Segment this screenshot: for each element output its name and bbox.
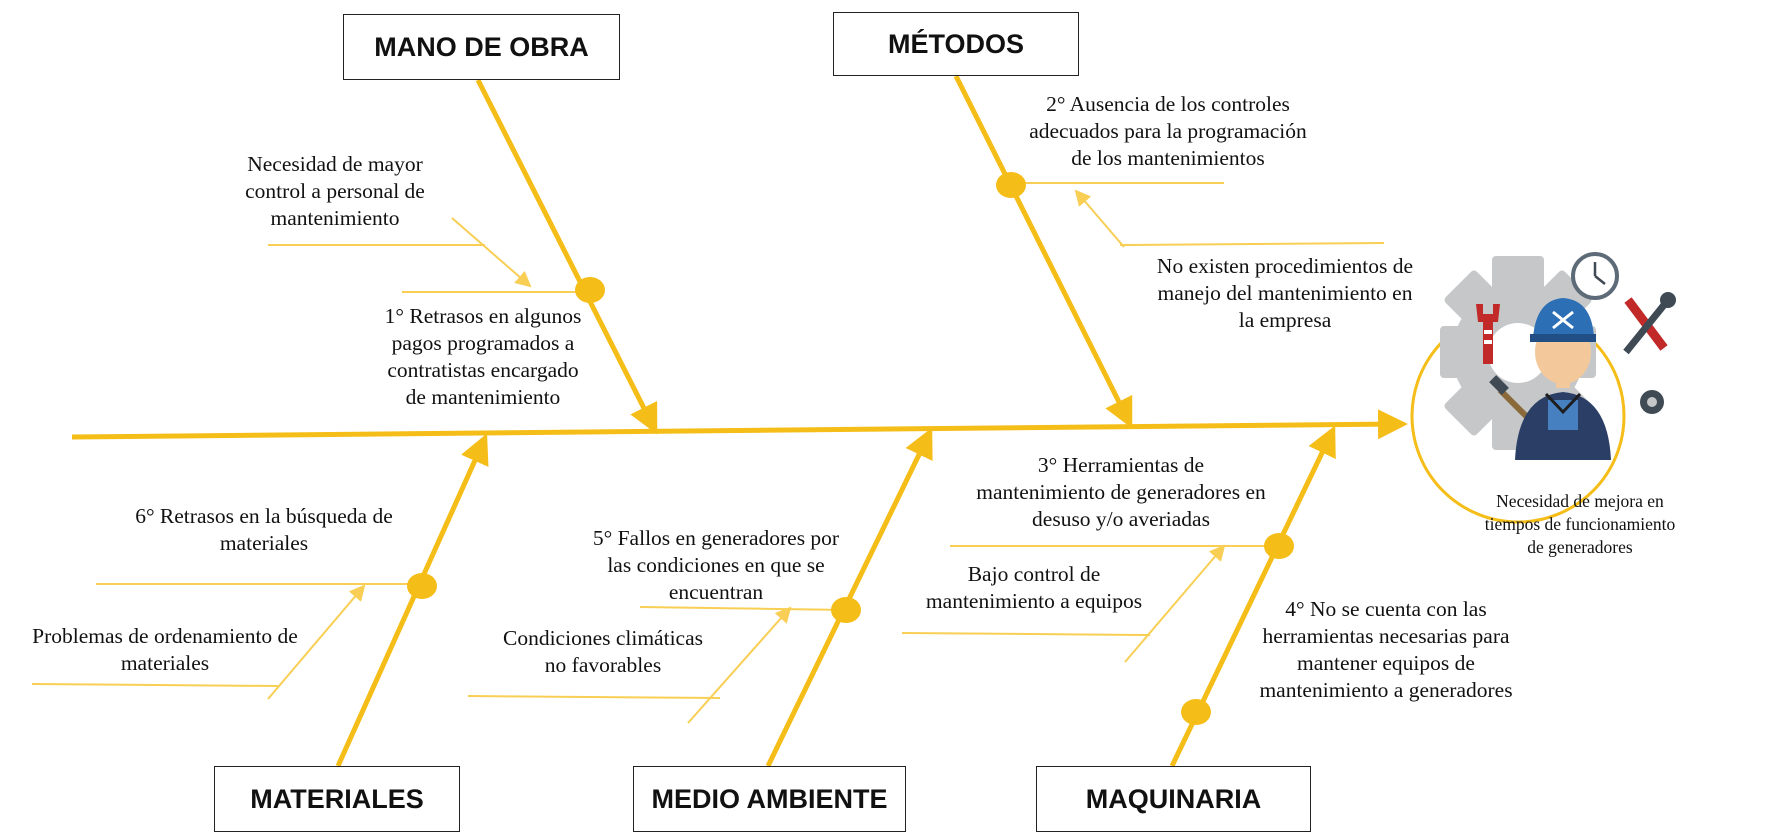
cause-line [467, 695, 721, 699]
junction-dot [575, 277, 605, 303]
cause-arrow [451, 217, 532, 288]
cause-materiales-retrasos: 6° Retrasos en la búsqueda de materiales [135, 504, 393, 555]
cause-line [639, 606, 849, 611]
maintenance-technician-gear-icon [1440, 252, 1676, 460]
cause-arrow [687, 606, 792, 724]
junction-dot [831, 597, 861, 623]
category-maquinaria: MAQUINARIA [1036, 766, 1311, 832]
cause-arrow [267, 584, 366, 700]
bone-mano-de-obra [475, 78, 658, 435]
cause-maquinaria-herramientas: 3° Herramientas de mantenimiento de gene… [976, 453, 1266, 531]
cause-line [1119, 242, 1385, 246]
cause-maquinaria-no-cuenta: 4° No se cuenta con las herramientas nec… [1259, 597, 1513, 702]
category-mano-de-obra: MANO DE OBRA [343, 14, 620, 80]
cause-maquinaria-bajo-control: Bajo control de mantenimiento a equipos [925, 562, 1143, 613]
category-materiales: MATERIALES [214, 766, 460, 832]
category-medio-ambiente: MEDIO AMBIENTE [633, 766, 906, 832]
junction-dot [1264, 533, 1294, 559]
junction-dot [1181, 699, 1211, 725]
junction-dot [996, 172, 1026, 198]
junction-dot [407, 573, 437, 599]
cause-ambiente-clima: Condiciones climáticas no favorables [502, 626, 704, 677]
cause-line [901, 632, 1151, 636]
category-metodos: MÉTODOS [833, 12, 1079, 76]
bone-materiales [335, 433, 489, 768]
effect-label: Necesidad de mejora en tiempos de funcio… [1484, 491, 1676, 557]
cause-mano-control: Necesidad de mayor control a personal de… [245, 152, 425, 230]
cause-arrow [1124, 544, 1226, 663]
cause-metodos-ausencia: 2° Ausencia de los controles adecuados p… [1029, 92, 1307, 170]
cause-metodos-procedimientos: No existen procedimientos de manejo del … [1156, 254, 1414, 332]
cause-line [31, 683, 279, 687]
cause-arrow [1074, 189, 1125, 248]
bone-metodos [953, 74, 1133, 429]
cause-mano-retrasos: 1° Retrasos en algunos pagos programados… [384, 304, 582, 409]
main-spine [71, 409, 1408, 440]
cause-ambiente-fallos: 5° Fallos en generadores por las condici… [592, 526, 840, 604]
cause-materiales-ordenamiento: Problemas de ordenamiento de materiales [32, 624, 298, 675]
